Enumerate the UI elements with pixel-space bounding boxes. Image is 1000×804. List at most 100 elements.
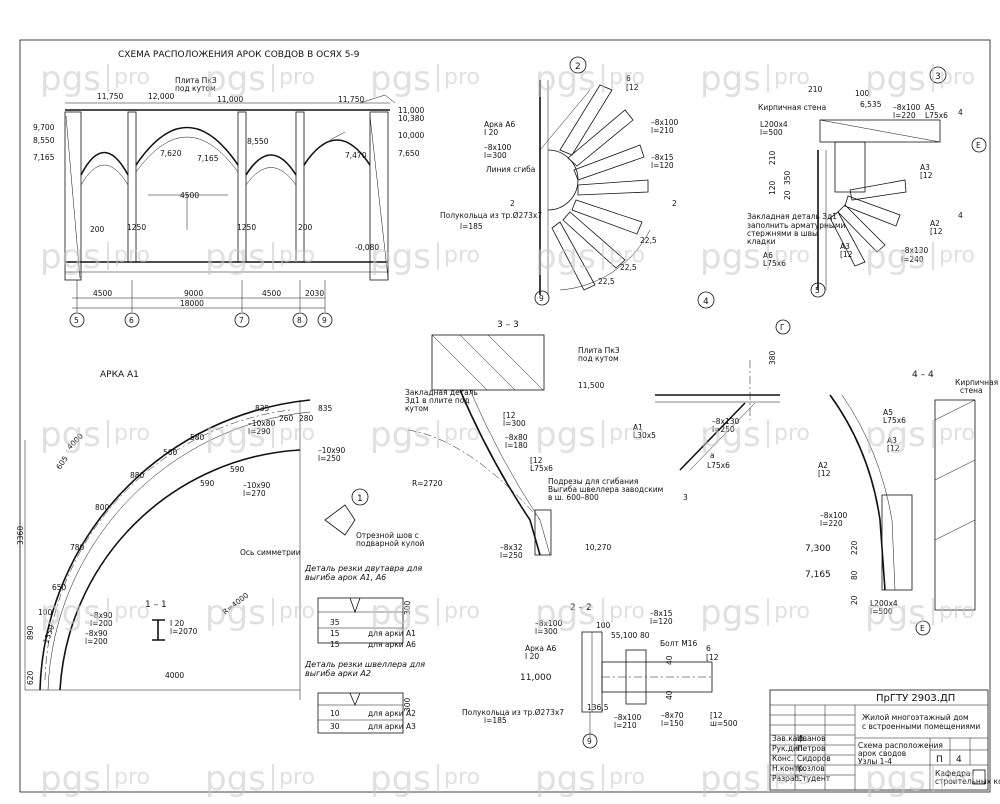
svg-text:pro: pro (939, 765, 975, 790)
label: l=240 (901, 255, 924, 264)
label: l=120 (650, 617, 673, 626)
label: Плита ПкЗ (578, 346, 620, 355)
svg-text:pro: pro (279, 243, 315, 268)
label: 11,500 (578, 381, 604, 390)
label: 4000 (165, 671, 184, 680)
label: l=120 (651, 161, 674, 170)
label: L30х5 (633, 431, 656, 440)
axis-label: 9 (322, 316, 327, 325)
label: L200х4 (870, 599, 898, 608)
dim-label: 18000 (180, 299, 204, 308)
svg-text:pro: pro (114, 765, 150, 790)
svg-text:pro: pro (279, 599, 315, 624)
label: Отрезной шов с (356, 531, 419, 540)
label: 300 (403, 600, 412, 615)
svg-text:pro: pro (279, 765, 315, 790)
section-title: 3 – 3 (497, 320, 519, 330)
elev-label: 10,380 (398, 114, 424, 123)
label: R=2720 (412, 479, 443, 488)
elev-label: 7,165 (197, 154, 219, 163)
svg-text:pgs: pgs (700, 237, 761, 277)
dim-label: 800 (95, 503, 110, 512)
dim-label: 260 (279, 414, 294, 423)
arch-shape-3 (245, 154, 297, 176)
section-4-4: 4 – 4 Кирпичная стена А5 L75х6 А3 [12 А2… (805, 370, 998, 636)
arch-title: АРКА А1 (100, 370, 139, 380)
label: [12 (530, 456, 543, 465)
svg-text:pro: pro (609, 243, 645, 268)
elev-label: 9,700 (33, 123, 55, 132)
dim-label: 835 (255, 404, 270, 413)
dim-label: 590 (200, 479, 215, 488)
svg-text:pgs: pgs (700, 593, 761, 633)
label: 220 (850, 540, 859, 555)
label: Кирпичная стена (758, 103, 826, 112)
label: Арка А6 (525, 644, 557, 653)
svg-text:pgs: pgs (370, 415, 431, 455)
frame-border (19, 39, 991, 793)
svg-text:pgs: pgs (40, 237, 101, 277)
stamp-role: Разраб. (772, 774, 801, 783)
stamp-code: ПрГТУ 2903.ДП (876, 693, 955, 704)
svg-text:pgs: pgs (40, 59, 101, 99)
svg-text:pgs: pgs (205, 59, 266, 99)
label: –8х130 (712, 417, 740, 426)
label: –8х100 (484, 143, 512, 152)
label: l=185 (460, 222, 483, 231)
label: l=300 (503, 419, 526, 428)
label: L75х6 (925, 111, 948, 120)
label: 35 (330, 618, 340, 627)
node-number: 2 (575, 62, 581, 72)
dim-label: 4500 (180, 191, 199, 200)
label: 80 (850, 570, 859, 580)
svg-text:pgs: pgs (40, 415, 101, 455)
label: [12 (706, 653, 719, 662)
label: L75х6 (883, 416, 906, 425)
label: 7,300 (805, 544, 831, 554)
arch-shape-2 (135, 126, 239, 166)
svg-text:pgs: pgs (535, 415, 596, 455)
section-1-1: 1 – 1 I 20 l=2070 (145, 600, 198, 641)
label: Выгиба швеллера заводским (548, 485, 663, 494)
label: I 20 (484, 128, 498, 137)
label: 620 (26, 670, 35, 685)
label: 3 (683, 493, 688, 502)
label: 11,000 (520, 673, 552, 683)
label: подварной кулой (356, 539, 425, 548)
svg-text:pro: pro (939, 599, 975, 624)
svg-text:pgs: pgs (865, 415, 926, 455)
label: –8х15 (651, 153, 674, 162)
label: 10 (330, 709, 340, 718)
label: 100 (855, 89, 870, 98)
svg-text:pgs: pgs (205, 237, 266, 277)
svg-text:pro: pro (114, 421, 150, 446)
section-title: 2 – 2 (570, 603, 592, 613)
svg-text:pro: pro (444, 599, 480, 624)
label: 890 (26, 625, 35, 640)
label: l=250 (500, 551, 523, 560)
label: 15 (330, 629, 340, 638)
svg-text:pro: pro (114, 599, 150, 624)
elev-label: 12,000 (148, 92, 174, 101)
elev-label: 11,750 (97, 92, 123, 101)
label: 20 (783, 190, 792, 200)
node-3: 3 Кирпичная стена 210 100 6,535 L200х4 l… (747, 66, 987, 298)
label: l=300 (535, 627, 558, 636)
svg-text:pgs: pgs (700, 59, 761, 99)
label: 2 (672, 199, 677, 208)
label: l=250 (318, 454, 341, 463)
stamp-name: Петров (797, 744, 825, 753)
label: 40 (665, 690, 674, 700)
label: 55,100 (611, 631, 637, 640)
dim-label: 605 (54, 454, 70, 471)
label: [12 (840, 250, 853, 259)
svg-text:pgs: pgs (205, 415, 266, 455)
logo-icon (972, 769, 986, 785)
label: заполнить арматурными (747, 221, 845, 230)
label: l=500 (870, 607, 893, 616)
label: I 20 (170, 619, 184, 628)
